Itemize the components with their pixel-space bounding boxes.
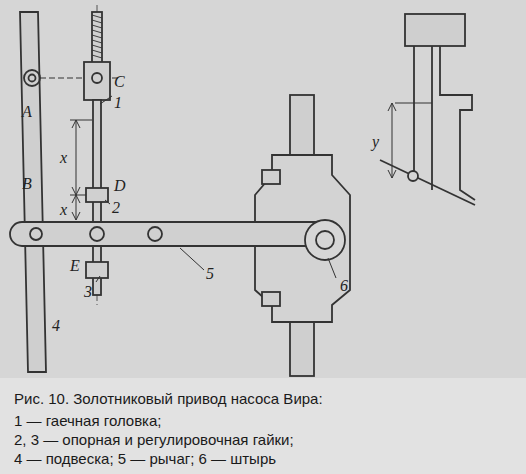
hanger-hole	[24, 70, 40, 86]
caption-ground	[0, 378, 526, 474]
figure-caption: Рис. 10. Золотниковый привод насоса Вира…	[14, 390, 323, 408]
thread-stroke	[92, 40, 102, 43]
thread-stroke	[92, 45, 102, 48]
callout-number: 4	[52, 318, 60, 334]
hanger-hole-inner	[29, 75, 36, 82]
cylinder-wall	[413, 46, 415, 175]
hanger	[20, 12, 46, 372]
cylinder-head	[405, 14, 465, 46]
dimension-label: x	[60, 202, 67, 218]
dimension-label: y	[372, 134, 379, 150]
support-nut	[86, 188, 108, 202]
lever-hole	[90, 227, 104, 241]
thread-stroke	[92, 20, 102, 23]
pipe-lower	[290, 320, 314, 376]
leader-line	[96, 276, 100, 282]
dimension-tick	[70, 120, 92, 121]
bracket	[440, 46, 475, 200]
callout-number: 5	[206, 266, 214, 282]
thread-stroke	[92, 35, 102, 38]
threaded-rod-top	[92, 12, 102, 67]
thread-stroke	[92, 55, 102, 58]
callout-number: 3	[84, 284, 92, 300]
lever-hole	[148, 227, 162, 241]
thread-stroke	[92, 50, 102, 53]
inset-hinge	[408, 171, 418, 181]
bolt	[262, 170, 280, 184]
dimension-tick	[70, 195, 86, 196]
point-letter: A	[22, 104, 32, 120]
nut-head-bore	[92, 73, 102, 83]
leader-line	[328, 258, 336, 278]
legend-line: 2, 3 — опорная и регулировочная гайки;	[14, 431, 294, 449]
pin	[305, 220, 345, 260]
bolt	[262, 292, 280, 306]
adjusting-nut	[86, 262, 108, 278]
point-letter: D	[114, 178, 126, 194]
callout-number: 1	[114, 95, 122, 111]
legend-line: 1 — гаечная головка;	[14, 412, 162, 430]
pin-inner	[316, 231, 334, 249]
pipe-upper	[290, 95, 314, 155]
dimension-label: x	[60, 150, 67, 166]
nut-head	[84, 62, 110, 100]
thread-stroke	[92, 25, 102, 28]
dimension-arrows	[72, 120, 80, 220]
thread-stroke	[92, 30, 102, 33]
callout-number: 2	[112, 200, 120, 216]
callout-number: 6	[340, 278, 348, 294]
leader-line	[180, 248, 204, 270]
thread-stroke	[92, 15, 102, 18]
point-letter: E	[70, 258, 80, 274]
dimension-line	[76, 120, 77, 220]
legend-line: 4 — подвеска; 5 — рычаг; 6 — штырь	[14, 450, 276, 468]
cylinder-wall	[431, 46, 433, 190]
dimension-tick	[395, 103, 432, 104]
point-letter: B	[22, 176, 32, 192]
lever	[10, 222, 337, 246]
leader-line	[100, 96, 112, 104]
point-letter: C	[114, 74, 125, 90]
lever-hole	[30, 228, 42, 240]
leader-line	[105, 200, 110, 204]
inset-lever	[380, 160, 475, 205]
